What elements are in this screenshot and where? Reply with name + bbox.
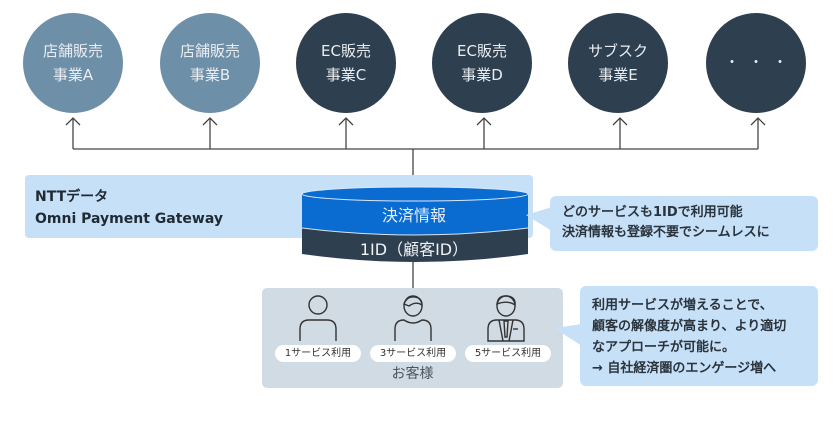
callout-engagement-pointer [554, 324, 582, 346]
business-c-line1: EC販売 [321, 42, 371, 60]
arrow-b [202, 117, 218, 149]
business-circle-c: EC販売 事業C [296, 13, 396, 113]
arrow-c [338, 117, 354, 149]
db-top-segment [302, 194, 528, 235]
callout-id-line1: どのサービスも1IDで利用可能 [562, 205, 743, 220]
business-e-line2: 事業E [598, 66, 638, 84]
business-a-line1: 店舗販売 [42, 42, 103, 60]
badge-1-service: 1サービス利用 [275, 345, 361, 362]
business-circle-d: EC販売 事業D [432, 13, 532, 113]
db-top-ellipse [301, 186, 529, 202]
person-casual-icon [394, 295, 432, 341]
person-outline-icon [299, 295, 337, 341]
callout-engagement-line4: → 自社経済圏のエンゲージ増へ [592, 361, 777, 376]
callout-id-text: どのサービスも1IDで利用可能 決済情報も登録不要でシームレスに [562, 203, 770, 243]
business-circle-more: ・・・ [706, 13, 806, 113]
db-divider [301, 227, 529, 236]
callout-engagement-line3: なアプローチが可能に。 [592, 340, 736, 355]
callout-engagement-line2: 顧客の解像度が高まり、より適切 [592, 319, 787, 334]
callout-engagement-line1: 利用サービスが増えることで、 [592, 298, 773, 313]
arrow-more [750, 117, 766, 149]
callout-engagement-text: 利用サービスが増えることで、 顧客の解像度が高まり、より適切 なアプローチが可能… [592, 295, 786, 379]
arrow-d [476, 117, 492, 149]
badge-5-service: 5サービス利用 [465, 345, 551, 362]
arrow-e [612, 117, 628, 149]
badge-3-service: 3サービス利用 [370, 345, 456, 362]
business-circle-a: 店舗販売 事業A [23, 13, 123, 113]
database-cylinder [301, 186, 529, 262]
ellipsis-text: ・・・ [725, 55, 797, 71]
business-d-line2: 事業D [461, 66, 503, 84]
callout-id-line2: 決済情報も登録不要でシームレスに [562, 225, 770, 240]
gateway-title: NTTデータ Omni Payment Gateway [35, 186, 223, 230]
business-b-line2: 事業B [189, 66, 231, 84]
business-circle-b: 店舗販売 事業B [160, 13, 260, 113]
callout-id-pointer [526, 207, 552, 231]
callout-engagement [580, 286, 818, 386]
business-c-line2: 事業C [325, 66, 367, 84]
db-top-label: 決済情報 [381, 206, 446, 225]
gateway-product: Omni Payment Gateway [35, 211, 223, 227]
business-e-line1: サブスク [587, 42, 648, 60]
arrow-a [65, 117, 81, 149]
person-business-icon [487, 295, 525, 342]
gateway-company: NTTデータ [35, 189, 109, 205]
customers-label: お客様 [391, 366, 434, 382]
callout-id [550, 196, 818, 251]
business-d-line1: EC販売 [457, 42, 507, 60]
db-bottom-label: 1ID（顧客ID） [359, 240, 469, 259]
business-circle-e: サブスク 事業E [568, 13, 668, 113]
db-bottom-segment [302, 228, 528, 262]
business-a-line2: 事業A [52, 66, 94, 84]
business-b-line1: 店舗販売 [179, 42, 240, 60]
